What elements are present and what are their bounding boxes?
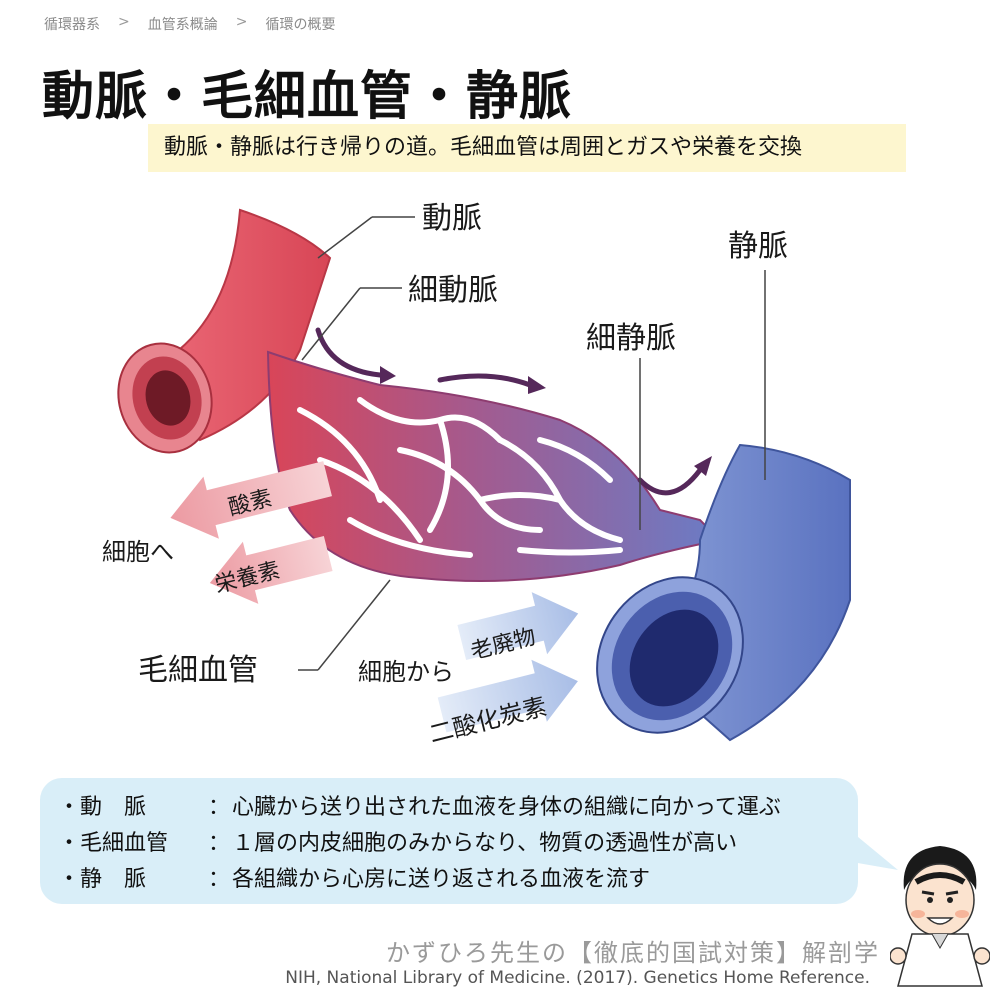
summary-row-capillary: ・ 毛細血管 ： １層の内皮細胞のみからなり、物質の透過性が高い: [58, 826, 858, 862]
label-artery: 動脈: [422, 201, 482, 236]
summary-desc: １層の内皮細胞のみからなり、物質の透過性が高い: [232, 831, 738, 856]
label-venule: 細静脈: [586, 321, 676, 356]
breadcrumb-item-overview[interactable]: 循環の概要: [265, 17, 336, 33]
summary-desc: 心臓から送り出された血液を身体の組織に向かって運ぶ: [232, 795, 781, 820]
footer-citation: NIH, National Library of Medicine. (2017…: [285, 968, 870, 988]
breadcrumb-item-circulatory[interactable]: 循環器系: [44, 17, 100, 33]
subtitle-note: 動脈・静脈は行き帰りの道。毛細血管は周囲とガスや栄養を交換: [148, 124, 906, 172]
vein-opening: [596, 576, 744, 734]
label-vein: 静脈: [728, 229, 788, 264]
arteriole-leader: [301, 287, 361, 361]
vessel-diagram: 動脈 細動脈 細静脈 静脈 毛細血管 酸素 栄養素 細胞へ 老廃物 細胞から 二…: [102, 201, 851, 749]
summary-colon: ：: [208, 831, 231, 856]
bullet: ・: [58, 795, 81, 820]
summary-box: ・ 動 脈 ： 心臓から送り出された血液を身体の組織に向かって運ぶ ・ 毛細血管…: [40, 778, 858, 904]
flow-arrowhead: [380, 366, 396, 384]
label-capillary: 毛細血管: [138, 653, 258, 688]
flow-arrowhead: [528, 376, 546, 394]
breadcrumb-item-vascular[interactable]: 血管系概論: [147, 17, 218, 33]
capillary-bed: [266, 350, 723, 582]
page-title: 動脈・毛細血管・静脈: [42, 67, 573, 127]
flow-arrow: [315, 327, 383, 378]
summary-colon: ：: [208, 867, 231, 892]
breadcrumb-separator: >: [235, 14, 248, 30]
label-from-cells: 細胞から: [358, 658, 454, 686]
summary-colon: ：: [208, 795, 231, 820]
nutrients-arrow: [209, 536, 333, 604]
flow-arrow: [437, 373, 533, 388]
teacher-avatar: [890, 846, 990, 987]
footer-title: かずひろ先生の【徹底的国試対策】解剖学: [386, 939, 880, 967]
capillary-leader: [317, 579, 391, 671]
summary-desc: 各組織から心房に送り返される血液を流す: [232, 867, 651, 892]
leader-lines: [298, 216, 766, 671]
summary-term: 静 脈: [80, 867, 147, 892]
bullet: ・: [58, 831, 81, 856]
speech-bubble-tail: [852, 832, 898, 870]
summary-term: 毛細血管: [80, 831, 169, 856]
oxygen-arrow: [170, 461, 332, 539]
artery-leader: [317, 216, 373, 259]
flow-arrowhead: [694, 456, 712, 476]
from-cells-arrows: [437, 592, 579, 733]
label-to-cells: 細胞へ: [102, 538, 174, 566]
bullet: ・: [58, 867, 81, 892]
waste-arrow: [457, 592, 579, 660]
label-arteriole: 細動脈: [408, 273, 498, 308]
summary-row-vein: ・ 静 脈 ： 各組織から心房に送り返される血液を流す: [58, 862, 858, 898]
summary-term: 動 脈: [80, 795, 147, 820]
breadcrumb-separator: >: [118, 14, 130, 30]
co2-arrow: [437, 659, 578, 733]
to-cells-arrows: [170, 461, 333, 604]
breadcrumb: 循環器系 > 血管系概論 > 循環の概要: [44, 14, 335, 34]
flow-arrow: [637, 467, 703, 496]
artery-opening: [117, 342, 213, 454]
summary-row-artery: ・ 動 脈 ： 心臓から送り出された血液を身体の組織に向かって運ぶ: [58, 790, 858, 826]
capillary-network: [297, 397, 623, 558]
